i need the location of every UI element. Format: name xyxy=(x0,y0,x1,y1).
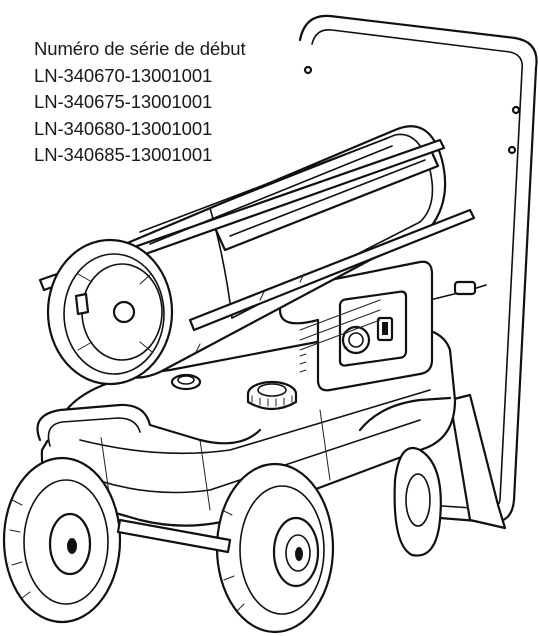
power-cord xyxy=(429,280,487,301)
left-wheel xyxy=(2,456,122,624)
axle xyxy=(116,518,232,554)
cylinder-opening xyxy=(46,238,174,386)
front-bumper xyxy=(36,396,452,447)
fuel-gauge xyxy=(170,373,202,391)
cylinder-ridges xyxy=(139,137,393,351)
serial-number: LN-340670-13001001 xyxy=(34,64,213,86)
serial-number-caption: Numéro de série de début LN-340670-13001… xyxy=(34,36,246,169)
fuel-cap xyxy=(246,380,298,411)
serial-number: LN-340675-13001001 xyxy=(34,91,213,112)
serial-number: LN-340680-13001001 xyxy=(34,117,213,139)
caption-heading: Numéro de série de début xyxy=(34,38,246,59)
control-box xyxy=(278,260,434,392)
rear-wheel xyxy=(393,447,442,557)
serial-number: LN-340685-13001001 xyxy=(34,144,213,165)
right-wheel xyxy=(215,462,335,634)
